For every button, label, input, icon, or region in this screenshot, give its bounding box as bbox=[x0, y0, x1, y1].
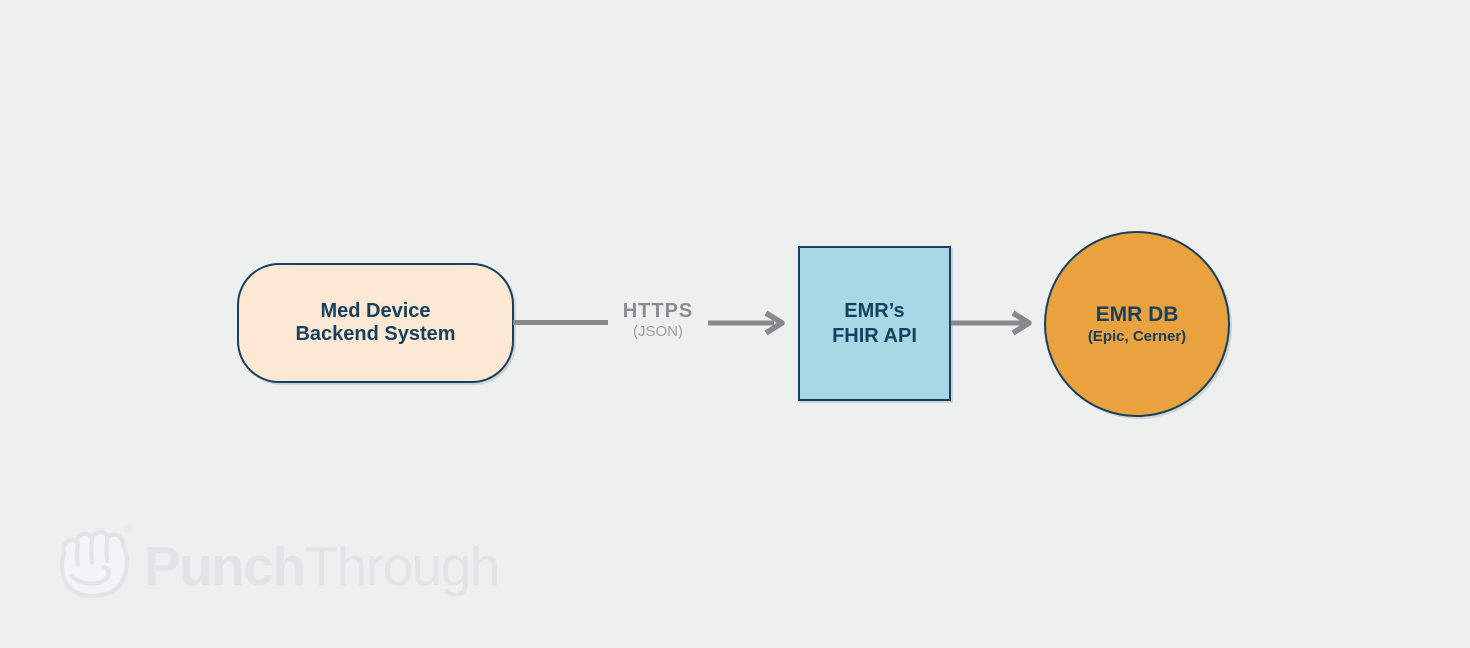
arrow-right-icon bbox=[708, 310, 785, 336]
connector-line bbox=[513, 320, 608, 325]
wordmark-punch: Punch bbox=[144, 535, 306, 597]
registered-trademark-icon: ® bbox=[124, 524, 133, 536]
node-med-device-backend-label: Med Device Backend System bbox=[295, 300, 455, 346]
node-label-line2: (Epic, Cerner) bbox=[1087, 327, 1187, 345]
node-label-line2: FHIR API bbox=[832, 324, 917, 347]
node-emr-fhir-api: EMR’s FHIR API bbox=[798, 246, 951, 401]
node-label-line1: EMR’s bbox=[844, 299, 905, 322]
connector-label-protocol: HTTPS bbox=[622, 300, 694, 322]
connector-label: HTTPS (JSON) bbox=[606, 301, 710, 341]
node-emr-db: EMR DB (Epic, Cerner) bbox=[1044, 231, 1230, 417]
punch-through-wordmark: PunchThrough bbox=[144, 534, 501, 598]
node-med-device-backend: Med Device Backend System bbox=[237, 263, 514, 383]
fist-icon bbox=[59, 529, 129, 598]
node-emr-fhir-api-label: EMR’s FHIR API bbox=[832, 299, 917, 349]
node-emr-db-label: EMR DB (Epic, Cerner) bbox=[1088, 302, 1186, 347]
connector-label-format: (JSON) bbox=[633, 323, 683, 340]
wordmark-through: Through bbox=[304, 535, 501, 597]
punch-through-logo: ® PunchThrough bbox=[50, 522, 501, 610]
node-label-line2: Backend System bbox=[295, 323, 456, 345]
node-label-line1: Med Device bbox=[320, 300, 431, 322]
node-label-line1: EMR DB bbox=[1095, 302, 1179, 326]
arrow-right-icon bbox=[951, 310, 1032, 336]
